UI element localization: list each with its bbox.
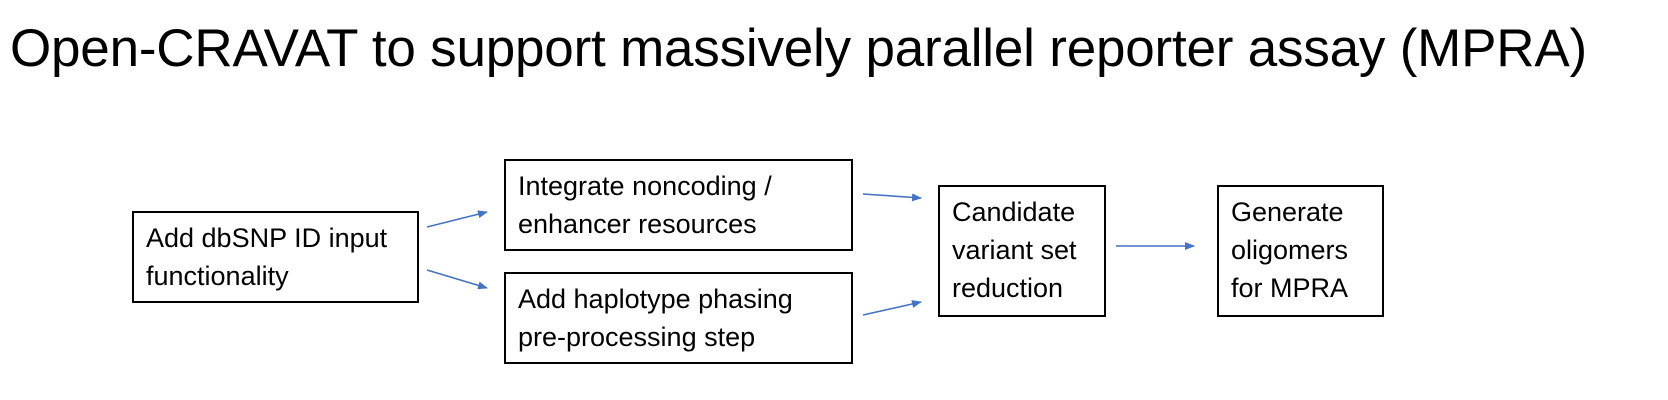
- node-candidate-variant-set-reduction: Candidate variant set reduction: [938, 185, 1106, 317]
- arrow-integrate-to-candidate: [862, 193, 922, 202]
- node-generate-oligomers: Generate oligomers for MPRA: [1217, 185, 1384, 317]
- arrow-dbsnp-to-integrate: [426, 210, 488, 228]
- arrow-haplotype-to-candidate: [862, 300, 922, 316]
- arrow-dbsnp-to-haplotype: [426, 269, 488, 290]
- node-add-dbsnp-id-input: Add dbSNP ID input functionality: [132, 211, 419, 303]
- node-integrate-noncoding-resources: Integrate noncoding / enhancer resources: [504, 159, 853, 251]
- node-add-haplotype-phasing: Add haplotype phasing pre-processing ste…: [504, 272, 853, 364]
- slide-title: Open-CRAVAT to support massively paralle…: [10, 19, 1587, 78]
